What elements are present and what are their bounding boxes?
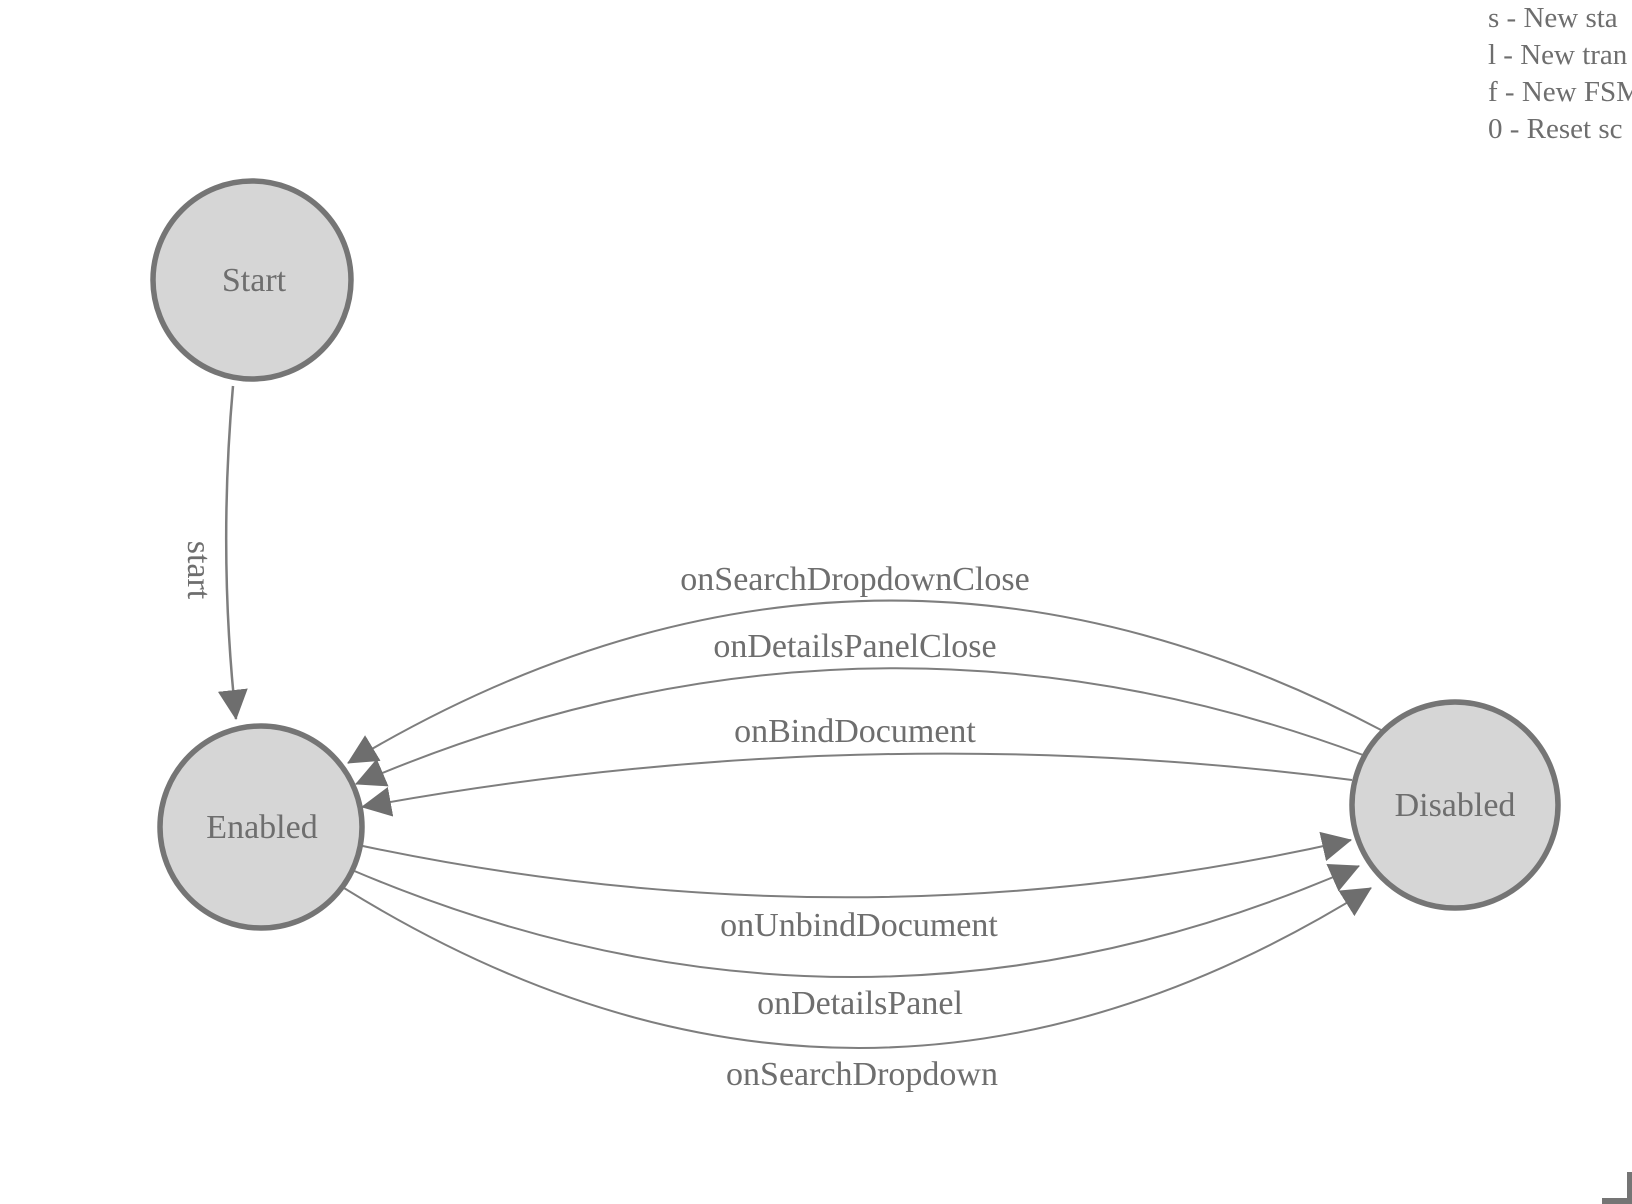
transition-label-onDetailsPanelClose: onDetailsPanelClose (713, 628, 996, 665)
transition-label-onDetailsPanel: onDetailsPanel (757, 985, 963, 1022)
shortcut-legend: s - New sta l - New tran f - New FSM 0 -… (1488, 0, 1632, 148)
transition-edge-onDetailsPanel[interactable] (351, 863, 1360, 978)
transition-label-onUnbindDocument: onUnbindDocument (720, 907, 998, 944)
state-label-disabled: Disabled (1395, 787, 1516, 824)
offscreen-element-corner-vertical (1627, 1172, 1632, 1204)
transition-edge-onSearchDropdown[interactable] (343, 887, 1372, 1049)
transition-label-onSearchDropdownClose: onSearchDropdownClose (680, 561, 1029, 598)
state-circle-disabled[interactable] (1349, 699, 1561, 911)
transition-label-onBindDocument: onBindDocument (734, 713, 976, 750)
state-label-start: Start (222, 262, 287, 299)
offscreen-element-corner-horizontal (1602, 1198, 1632, 1204)
transition-label-onSearchDropdown: onSearchDropdown (726, 1056, 998, 1093)
state-label-enabled: Enabled (206, 809, 317, 846)
transition-label-start: start (180, 541, 217, 600)
state-circle-start[interactable] (150, 178, 354, 382)
legend-item-new-fsm: f - New FSM (1488, 76, 1632, 108)
transition-edge-onBindDocument[interactable] (361, 752, 1353, 817)
state-circle-enabled[interactable] (157, 723, 365, 931)
transition-edge-onSearchDropdownClose[interactable] (347, 599, 1384, 764)
transition-edge-onDetailsPanelClose[interactable] (355, 667, 1364, 787)
transition-edge-onUnbindDocument[interactable] (357, 831, 1352, 899)
transition-edge-start[interactable] (217, 385, 248, 720)
legend-item-new-transition: l - New tran (1488, 39, 1628, 71)
state-node-disabled[interactable]: Disabled (1349, 699, 1561, 911)
legend-item-reset: 0 - Reset sc (1488, 113, 1623, 145)
state-node-start[interactable]: Start (150, 178, 354, 382)
state-node-enabled[interactable]: Enabled (157, 723, 365, 931)
legend-item-new-state: s - New sta (1488, 2, 1618, 34)
